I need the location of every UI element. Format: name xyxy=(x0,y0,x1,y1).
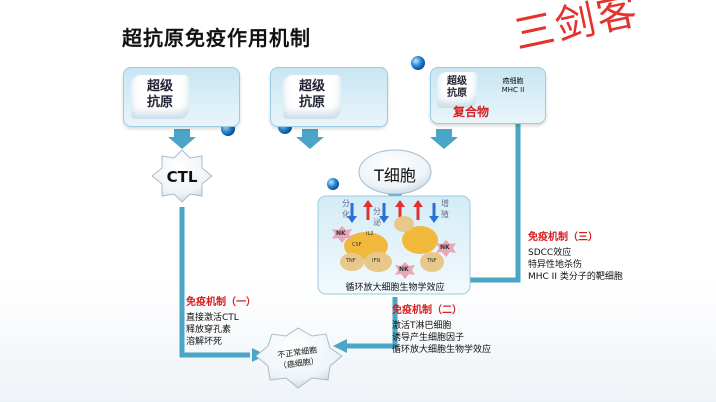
mechanism-three-line: SDCC效应 xyxy=(528,248,572,258)
il2-label: IL2 xyxy=(366,231,374,237)
mechanism-one: 免疫机制（一） 直接激活CTL 释放穿孔素 溶解坏死 xyxy=(186,297,256,348)
apc-label: 癌细胞 MHC II xyxy=(501,77,525,94)
nk-star-shapes xyxy=(332,226,456,279)
mid-superantigen-label: 超级 抗原 xyxy=(283,75,341,119)
mechanism-two-line: 激活T淋巴细胞 xyxy=(392,321,452,331)
nk-label: NK xyxy=(399,266,409,273)
mechanism-two-line: 诱导产生细胞因子 xyxy=(392,333,465,343)
mechanism-one-line: 溶解坏死 xyxy=(186,337,223,347)
mechanism-one-heading: 免疫机制（一） xyxy=(186,297,256,308)
globe-icon xyxy=(411,56,425,70)
mechanism-three-line: 特异性地杀伤 xyxy=(528,260,583,270)
left-superantigen-label: 超级 抗原 xyxy=(131,75,189,119)
mechanism-three: 免疫机制（三） SDCC效应 特异性地杀伤 MHC II 类分子的靶细胞 xyxy=(528,232,623,283)
complex-card: 超级 抗原 癌细胞 MHC II 复合物 xyxy=(430,67,546,124)
mechanism-one-line: 释放穿孔素 xyxy=(186,325,232,335)
cytokine-cells xyxy=(340,216,444,272)
t-cell-label: T细胞 xyxy=(374,166,416,185)
mechanism-three-line: MHC II 类分子的靶细胞 xyxy=(528,272,623,282)
right-superantigen-label: 超级 抗原 xyxy=(437,72,477,108)
secrete-label: 分泌 xyxy=(373,207,381,227)
connector-lines xyxy=(179,112,521,358)
ctl-cell-shape xyxy=(151,149,213,203)
mechanism-two-line: 循环放大细胞生物学效应 xyxy=(392,345,492,355)
mid-superantigen-card: 超级 抗原 xyxy=(270,67,388,127)
ctl-label: CTL xyxy=(166,168,198,186)
panel-caption: 循环放大细胞生物学效应 xyxy=(345,283,445,293)
tnf-label: TNF xyxy=(427,258,437,264)
nk-label: NK xyxy=(336,230,346,237)
mechanism-two: 免疫机制（二） 激活T淋巴细胞 诱导产生细胞因子 循环放大细胞生物学效应 xyxy=(392,305,491,356)
differentiate-label: 分化 xyxy=(342,199,350,219)
globe-icon xyxy=(327,178,339,190)
mechanism-one-line: 直接激活CTL xyxy=(186,313,239,323)
ifn-label: IFN xyxy=(372,258,381,264)
complex-label: 复合物 xyxy=(453,105,490,119)
mechanism-two-heading: 免疫机制（二） xyxy=(392,305,462,316)
nk-label: NK xyxy=(440,244,450,251)
left-superantigen-card: 超级 抗原 xyxy=(123,67,240,127)
page-title: 超抗原免疫作用机制 xyxy=(122,26,311,50)
tumor-cell-shape xyxy=(255,327,343,389)
csf-label: CSF xyxy=(352,242,362,248)
regulation-arrows xyxy=(347,200,439,223)
proliferate-label: 增殖 xyxy=(441,199,449,219)
mechanism-three-heading: 免疫机制（三） xyxy=(528,232,598,243)
t-cell-shape xyxy=(358,149,432,195)
tnf-label: TNF xyxy=(346,258,356,264)
